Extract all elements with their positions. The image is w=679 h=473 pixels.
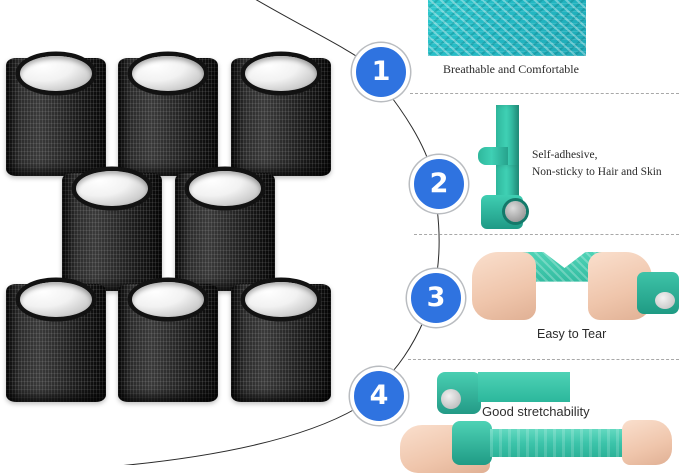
roll-core [132,281,204,318]
bandage-roll [175,170,275,291]
bandage-roll [231,55,331,176]
bandage-roll-core-top-icon [441,389,461,409]
feature-2-caption-line2: Non-sticky to Hair and Skin [532,166,662,178]
feature-badge-1-number: 1 [371,55,391,87]
bandage-stretched-band-icon [490,429,630,457]
bandage-roll-core-icon [505,201,526,222]
roll-core [20,281,92,318]
bandage-tail-icon [478,372,570,402]
bandage-roll-core-icon [655,292,675,309]
feature-separator-3 [408,359,679,360]
roll-core [132,55,204,92]
feature-2-caption-line1: Self-adhesive, [532,149,598,161]
bandage-roll [231,281,331,402]
feature-badge-4: 4 [350,367,408,425]
feature-badge-4-number: 4 [369,379,389,411]
feature-separator-1 [410,93,679,94]
right-hand-pulling-icon [622,420,672,465]
roll-core [245,281,317,318]
roll-core [20,55,92,92]
feature-1-caption: Breathable and Comfortable [443,62,579,76]
feature-4-caption: Good stretchability [482,404,590,419]
feature-badge-1: 1 [352,43,410,101]
feature-badge-3: 3 [407,269,465,327]
bandage-roll [118,55,218,176]
feature-badge-2-number: 2 [429,167,449,199]
bandage-roll [118,281,218,402]
roll-core [76,170,148,207]
bandage-roll-teal-held-icon [452,421,492,465]
roll-core [189,170,261,207]
roll-core [245,55,317,92]
feature-separator-2 [414,234,679,235]
woven-fabric-texture-swatch-icon [428,0,586,56]
left-hand-icon [472,252,536,320]
feature-3-caption: Easy to Tear [537,327,607,341]
product-photo-black-bandage-rolls [0,0,345,465]
feature-badge-2: 2 [410,155,468,213]
bandage-strip-fold [478,147,508,165]
bandage-roll [62,170,162,291]
bandage-roll [6,281,106,402]
bandage-roll [6,55,106,176]
feature-badge-3-number: 3 [426,281,446,313]
